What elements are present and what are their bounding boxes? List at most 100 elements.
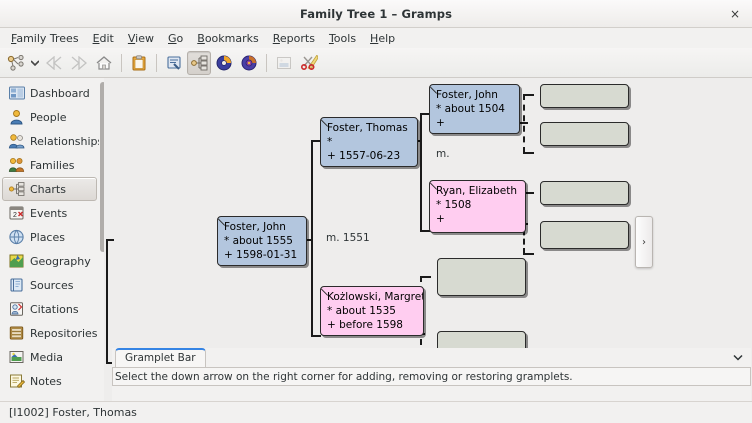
charts-icon: [8, 181, 25, 197]
close-icon[interactable]: ×: [729, 6, 741, 21]
image-icon[interactable]: [272, 51, 296, 75]
menu-mnemonic: B: [197, 31, 205, 45]
chevron-down-icon[interactable]: [731, 350, 745, 364]
sidebar-item-places[interactable]: Places: [2, 225, 97, 249]
places-icon: [8, 229, 25, 245]
person-birth: * about 1555: [224, 235, 293, 247]
forward-arrow-icon[interactable]: [67, 51, 91, 75]
sidebar-item-families[interactable]: Families: [2, 153, 97, 177]
person-death: +: [436, 213, 445, 225]
sidebar-item-geography[interactable]: Geography: [2, 249, 97, 273]
menu-tools[interactable]: Tools: [322, 30, 363, 47]
marriage-label-parents: m. 1551: [326, 232, 370, 244]
sidebar-item-label: Places: [30, 230, 65, 244]
sidebar-item-label: Relationships: [30, 134, 99, 148]
person-death: + 1557-06-23: [327, 150, 401, 162]
person-box-empty[interactable]: [540, 84, 629, 108]
scrollbar-thumb[interactable]: [100, 82, 106, 252]
sidebar-item-media[interactable]: Media: [2, 345, 97, 369]
menu-label: dit: [99, 31, 114, 45]
sidebar-item-dashboard[interactable]: Dashboard: [2, 81, 97, 105]
clipboard-icon[interactable]: [127, 51, 151, 75]
menu-label: o: [176, 31, 184, 45]
menu-help[interactable]: Help: [363, 30, 402, 47]
person-box-empty[interactable]: [540, 221, 629, 249]
toolbar-separator: [156, 53, 157, 72]
connector-root-bottom: [106, 362, 114, 364]
sidebar-item-notes[interactable]: Notes: [2, 369, 97, 393]
chart-tree-icon[interactable]: [187, 50, 211, 75]
menu-mnemonic: G: [168, 31, 177, 45]
notes-icon: [8, 373, 25, 389]
connector-mother-in: [311, 335, 321, 337]
person-box-father[interactable]: Foster, Thomas * + 1557-06-23: [320, 117, 418, 167]
back-arrow-icon[interactable]: [42, 51, 66, 75]
menu-mnemonic: F: [11, 31, 17, 45]
person-death: +: [436, 117, 445, 129]
menu-label: elp: [378, 31, 396, 45]
connector-dashed-gen4-a-bot: [523, 152, 534, 154]
person-box-grandmother[interactable]: Ryan, Elizabeth * 1508 +: [429, 180, 526, 233]
menu-view[interactable]: View: [121, 30, 161, 47]
sidebar-item-label: Dashboard: [30, 86, 90, 100]
person-birth: * about 1504: [436, 103, 505, 115]
chevron-down-icon[interactable]: [29, 51, 41, 75]
dashboard-icon: [8, 85, 25, 101]
sidebar-item-people[interactable]: People: [2, 105, 97, 129]
menu-go[interactable]: Go: [161, 30, 190, 47]
person-tree-icon[interactable]: [4, 51, 28, 75]
gramplet-message: Select the down arrow on the right corne…: [112, 367, 751, 386]
citations-icon: [8, 301, 25, 317]
menu-label: ools: [333, 31, 357, 45]
connector-dashed-gen4-a-mid: [517, 122, 528, 124]
menu-edit[interactable]: Edit: [86, 30, 121, 47]
relationships-icon: [8, 133, 25, 149]
person-box-empty[interactable]: [540, 181, 629, 205]
menu-bookmarks[interactable]: Bookmarks: [190, 30, 265, 47]
person-box-root[interactable]: Foster, John * about 1555 + 1598-01-31: [217, 216, 307, 266]
sidebar-item-label: Media: [30, 350, 64, 364]
menu-label: amily Trees: [16, 31, 79, 45]
configure-view-icon[interactable]: [162, 51, 186, 75]
person-birth: * 1508: [436, 199, 472, 211]
connector-root-top: [106, 239, 114, 241]
menu-label: ookmarks: [204, 31, 259, 45]
menu-mnemonic: V: [127, 31, 136, 45]
repositories-icon: [8, 325, 25, 341]
expand-chart-button[interactable]: ›: [635, 216, 653, 268]
sidebar-item-label: Geography: [30, 254, 91, 268]
title-bar: Family Tree 1 – Gramps ×: [0, 0, 752, 28]
person-box-mother[interactable]: Kożlowski, Margret * about 1535 + before…: [320, 286, 424, 336]
home-icon[interactable]: [92, 51, 116, 75]
person-death: + before 1598: [327, 319, 403, 331]
sidebar-item-repositories[interactable]: Repositories: [2, 321, 98, 345]
scissors-icon[interactable]: [297, 51, 321, 75]
pedigree-wheel-icon[interactable]: [212, 51, 236, 75]
person-box-grandfather[interactable]: Foster, John * about 1504 +: [429, 84, 520, 134]
families-icon: [8, 157, 25, 173]
fan-chart-icon[interactable]: [237, 51, 261, 75]
gramplet-bar: Gramplet Bar Select the down arrow on th…: [112, 348, 751, 401]
sources-icon: [8, 277, 25, 293]
person-box-empty[interactable]: [540, 122, 629, 146]
person-box-empty[interactable]: [437, 258, 526, 296]
sidebar-scrollbar[interactable]: [99, 78, 107, 401]
menu-family-trees[interactable]: Family Trees: [4, 30, 86, 47]
media-icon: [8, 349, 25, 365]
person-birth: *: [327, 136, 333, 148]
sidebar-item-label: Families: [30, 158, 75, 172]
sidebar-item-sources[interactable]: Sources: [2, 273, 97, 297]
tab-gramplet-bar[interactable]: Gramplet Bar: [115, 348, 206, 367]
sidebar-item-charts[interactable]: Charts: [2, 177, 97, 201]
sidebar-item-relationships[interactable]: Relationships: [2, 129, 99, 153]
person-death: + 1598-01-31: [224, 249, 298, 261]
sidebar-item-citations[interactable]: Citations: [2, 297, 97, 321]
sidebar-item-label: Repositories: [30, 326, 98, 340]
pedigree-chart-canvas[interactable]: Foster, John * about 1555 + 1598-01-31 F…: [104, 78, 752, 401]
menu-reports[interactable]: Reports: [266, 30, 322, 47]
status-text: [I1002] Foster, Thomas: [9, 406, 137, 419]
